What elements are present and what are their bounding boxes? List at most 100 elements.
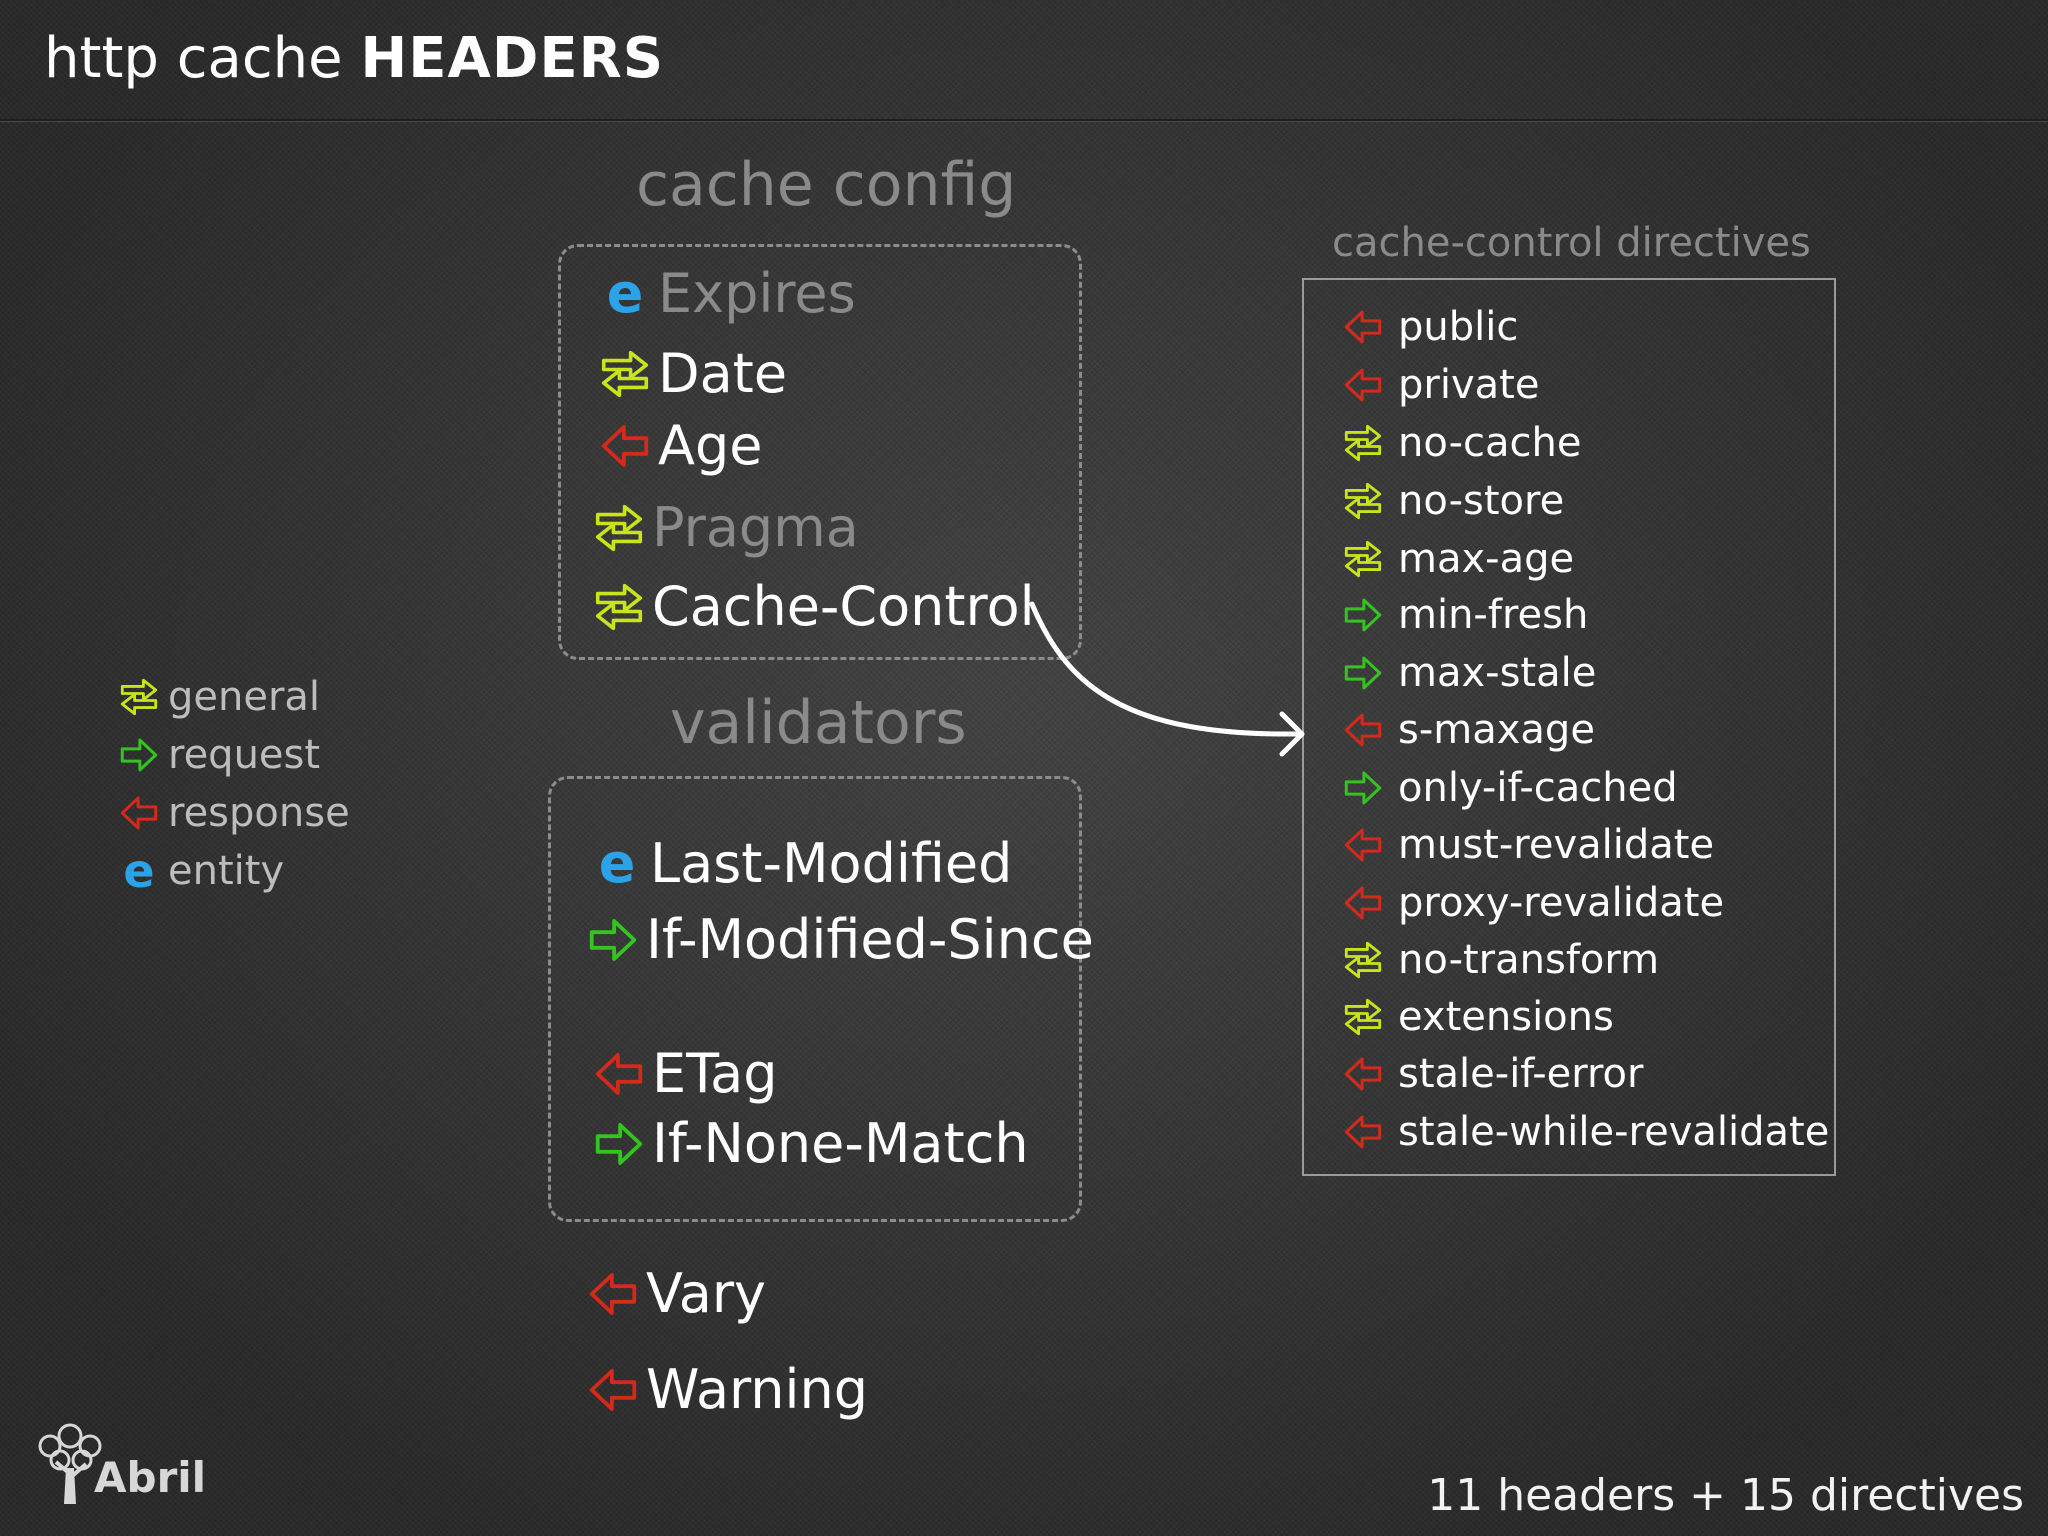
brand-logo: Abril — [30, 1418, 206, 1508]
directive-max-age: max-age — [1340, 536, 1574, 582]
cache-config-title: cache config — [636, 150, 1017, 220]
response-icon — [1340, 880, 1386, 926]
cache-config-box — [558, 244, 1082, 660]
header-label: If-Modified-Since — [646, 908, 1094, 971]
header-label: Expires — [658, 262, 856, 325]
directive-label: max-age — [1398, 536, 1575, 582]
directive-label: only-if-cached — [1398, 765, 1678, 811]
response-icon — [1340, 1051, 1386, 1097]
header-label: ETag — [652, 1042, 778, 1105]
response-icon — [584, 1361, 642, 1419]
header-last-modified: e Last-Modified — [588, 831, 1013, 895]
request-icon — [116, 732, 162, 778]
directive-must-revalidate: must-revalidate — [1340, 822, 1714, 868]
legend-request: request — [116, 732, 320, 778]
header-warning: Warning — [584, 1358, 868, 1421]
request-icon — [584, 911, 642, 969]
legend-label: response — [168, 790, 350, 836]
directive-min-fresh: min-fresh — [1340, 592, 1588, 638]
header-cache-control: Cache-Control — [590, 575, 1035, 638]
directive-no-transform: no-transform — [1340, 937, 1659, 983]
general-icon — [590, 499, 648, 557]
directive-extensions: extensions — [1340, 994, 1614, 1040]
general-icon — [1340, 420, 1386, 466]
response-icon — [1340, 1109, 1386, 1155]
header-label: Age — [658, 414, 763, 477]
directive-stale-while-revalidate: stale-while-revalidate — [1340, 1109, 1829, 1155]
directive-label: min-fresh — [1398, 592, 1589, 638]
connector-arrowhead — [1279, 711, 1305, 757]
header-etag: ETag — [590, 1042, 778, 1105]
title-divider — [0, 119, 2048, 122]
header-date: Date — [596, 342, 787, 405]
directive-label: stale-while-revalidate — [1398, 1109, 1830, 1155]
general-icon — [590, 578, 648, 636]
general-icon — [1340, 994, 1386, 1040]
response-icon — [590, 1045, 648, 1103]
directive-private: private — [1340, 362, 1539, 408]
request-icon — [1340, 765, 1386, 811]
directive-label: public — [1398, 304, 1519, 350]
title-bold: HEADERS — [360, 26, 665, 91]
legend-label: request — [168, 732, 321, 778]
entity-icon: e — [123, 844, 155, 898]
directive-label: max-stale — [1398, 650, 1597, 696]
legend-general: general — [116, 674, 320, 720]
header-expires: e Expires — [596, 262, 856, 325]
footer-summary: 11 headers + 15 directives — [1427, 1470, 2024, 1521]
directive-label: no-cache — [1398, 420, 1582, 466]
header-vary: Vary — [584, 1262, 766, 1325]
directive-proxy-revalidate: proxy-revalidate — [1340, 880, 1724, 926]
header-label: Cache-Control — [652, 575, 1035, 638]
directive-no-cache: no-cache — [1340, 420, 1581, 466]
validators-box — [548, 776, 1082, 1222]
legend-entity: e entity — [116, 848, 284, 894]
general-icon — [1340, 536, 1386, 582]
request-icon — [590, 1115, 648, 1173]
header-if-modified-since: If-Modified-Since — [584, 908, 1094, 971]
title-light: http cache — [44, 26, 343, 91]
directive-s-maxage: s-maxage — [1340, 707, 1595, 753]
response-icon — [1340, 304, 1386, 350]
directive-label: no-transform — [1398, 937, 1660, 983]
legend-response: response — [116, 790, 350, 836]
brand-name: Abril — [94, 1453, 207, 1502]
legend-label: general — [168, 674, 321, 720]
entity-icon: e — [598, 831, 636, 895]
directive-label: s-maxage — [1398, 707, 1595, 753]
header-label: Last-Modified — [650, 832, 1013, 895]
directive-label: no-store — [1398, 478, 1565, 524]
general-icon — [1340, 478, 1386, 524]
general-icon — [596, 345, 654, 403]
legend-label: entity — [168, 848, 285, 894]
directive-label: stale-if-error — [1398, 1051, 1644, 1097]
directive-label: extensions — [1398, 994, 1614, 1040]
directive-only-if-cached: only-if-cached — [1340, 765, 1678, 811]
request-icon — [1340, 650, 1386, 696]
header-label: Date — [658, 342, 788, 405]
response-icon — [1340, 362, 1386, 408]
slide-title: http cache HEADERS — [44, 26, 664, 91]
directive-stale-if-error: stale-if-error — [1340, 1051, 1643, 1097]
header-label: If-None-Match — [652, 1112, 1029, 1175]
header-age: Age — [596, 414, 762, 477]
response-icon — [116, 790, 162, 836]
tree-icon — [38, 1423, 102, 1504]
header-if-none-match: If-None-Match — [590, 1112, 1029, 1175]
general-icon — [116, 674, 162, 720]
header-label: Vary — [646, 1262, 766, 1325]
request-icon — [1340, 592, 1386, 638]
response-icon — [1340, 707, 1386, 753]
response-icon — [584, 1265, 642, 1323]
validators-title: validators — [670, 688, 967, 758]
header-label: Warning — [646, 1358, 869, 1421]
entity-icon: e — [606, 261, 644, 325]
directive-public: public — [1340, 304, 1518, 350]
response-icon — [1340, 822, 1386, 868]
directive-label: proxy-revalidate — [1398, 880, 1725, 926]
directive-label: private — [1398, 362, 1540, 408]
directive-no-store: no-store — [1340, 478, 1564, 524]
header-pragma: Pragma — [590, 496, 859, 559]
directive-label: must-revalidate — [1398, 822, 1715, 868]
response-icon — [596, 417, 654, 475]
